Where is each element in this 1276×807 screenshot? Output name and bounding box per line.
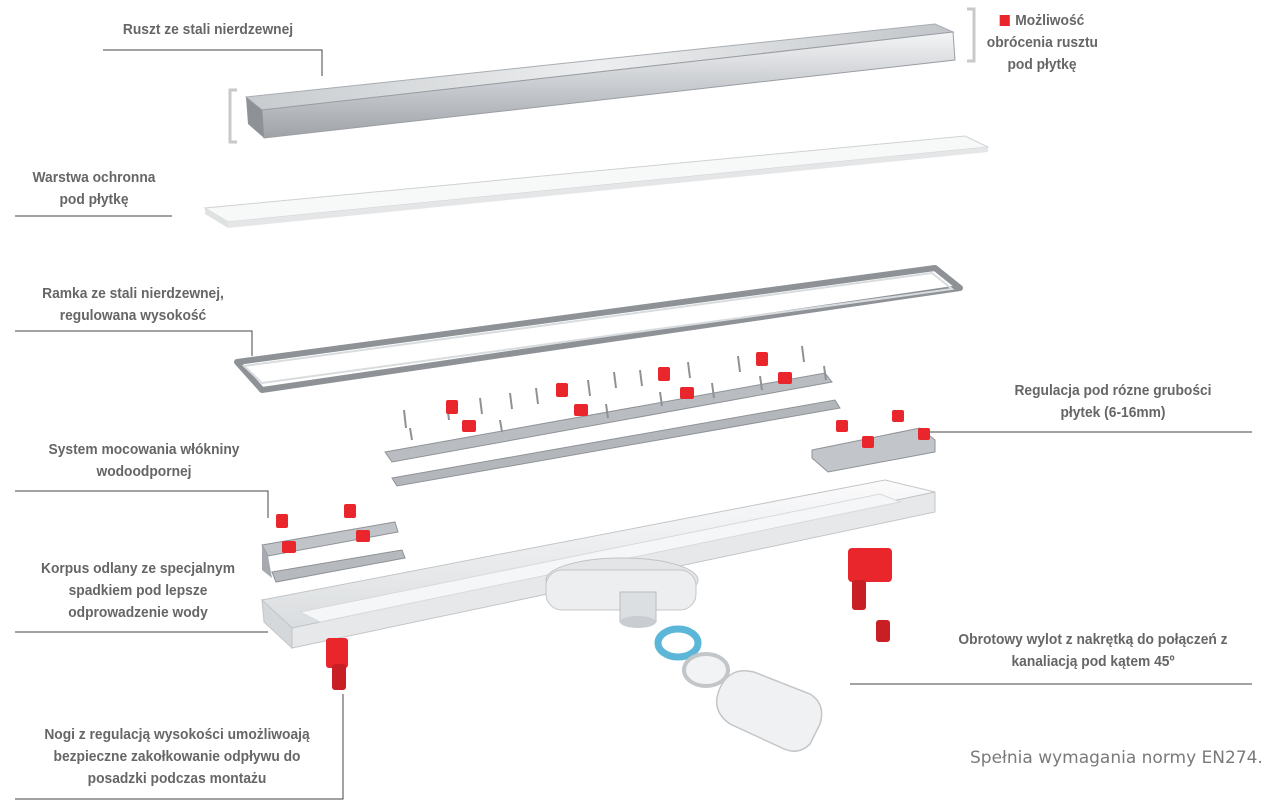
leader-lines xyxy=(15,49,1252,800)
label-frame: Ramka ze stali nierdzewnej, regulowana w… xyxy=(42,285,224,324)
mounting-rails xyxy=(384,372,841,487)
protective-layer-strip xyxy=(203,135,990,228)
steel-grate xyxy=(244,23,956,139)
leader-grate xyxy=(103,49,323,76)
label-reversible: Możliwość obrócenia rusztu pod płytkę xyxy=(986,12,1098,73)
label-protective-layer: Warstwa ochronna pod płytkę xyxy=(32,169,156,208)
label-grate: Ruszt ze stali nierdzewnej xyxy=(122,21,294,38)
label-body: Korpus odlany ze specjalnym spadkiem pod… xyxy=(40,560,236,621)
label-tile-adjust: Regulacja pod rózne grubości płytek (6-1… xyxy=(1014,382,1212,421)
adjustable-legs xyxy=(326,548,892,690)
footer-note: Spełnia wymagania normy EN274. xyxy=(970,748,1263,768)
outlet-assembly xyxy=(654,625,823,752)
left-short-rail xyxy=(261,504,406,583)
leader-legs xyxy=(15,694,344,800)
drain-body xyxy=(260,479,936,650)
outlet-nut xyxy=(682,652,730,688)
red-clips xyxy=(446,352,792,432)
label-membrane-system: System mocowania włókniny wodoodpornej xyxy=(48,441,240,480)
label-outlet: Obrotowy wylot z nakrętką do połączeń z … xyxy=(958,631,1228,670)
reversible-brackets xyxy=(228,7,976,144)
blue-seal-ring xyxy=(654,625,702,661)
right-short-rail xyxy=(811,410,936,473)
leader-membrane xyxy=(15,490,269,518)
label-legs: Nogi z regulacją wysokości umożliwoają b… xyxy=(44,726,310,787)
leader-frame xyxy=(15,330,253,356)
steel-frame xyxy=(234,265,963,393)
elbow-pipe xyxy=(715,670,823,752)
red-square-marker-icon xyxy=(999,15,1010,26)
